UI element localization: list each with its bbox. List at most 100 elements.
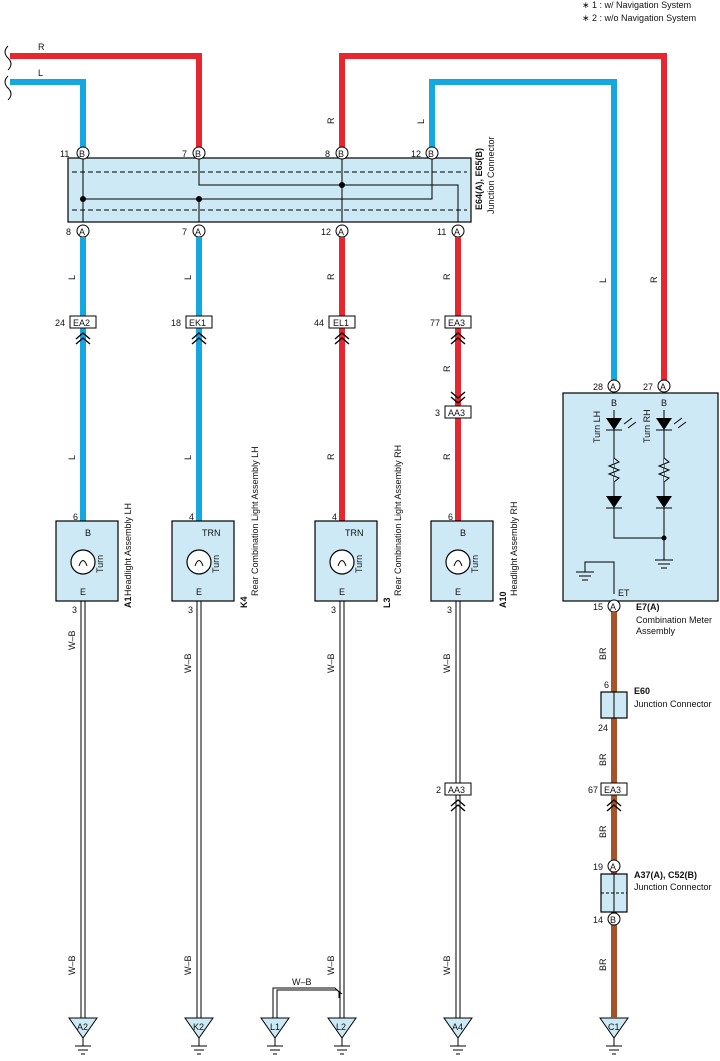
svg-text:K4: K4: [239, 596, 249, 608]
svg-text:BR: BR: [598, 825, 608, 838]
svg-text:B: B: [85, 528, 91, 538]
lamp-icon: [445, 549, 471, 575]
wire-red-top-left: [10, 53, 202, 148]
svg-text:Junction Connector: Junction Connector: [634, 882, 712, 892]
svg-text:L: L: [67, 275, 77, 280]
svg-text:15: 15: [593, 602, 603, 612]
svg-text:EA3: EA3: [448, 318, 465, 328]
svg-text:11: 11: [437, 227, 446, 237]
terminal-7b: B7: [182, 146, 206, 160]
svg-text:A: A: [79, 227, 85, 237]
svg-text:R: R: [442, 365, 452, 372]
connector-el1: EL1 44: [314, 315, 356, 345]
svg-text:B: B: [460, 528, 466, 538]
svg-text:BR: BR: [598, 647, 608, 660]
svg-text:A: A: [610, 862, 616, 872]
wire-label-l-top: L: [38, 68, 43, 78]
wire-label-l-12b: L: [416, 119, 426, 124]
svg-text:6: 6: [73, 512, 78, 522]
svg-text:44: 44: [314, 318, 324, 328]
svg-text:E: E: [196, 587, 202, 597]
svg-text:B: B: [661, 398, 667, 408]
diode-icon: [656, 496, 672, 508]
svg-text:A1: A1: [123, 596, 133, 608]
svg-text:B: B: [79, 149, 85, 159]
svg-text:A: A: [610, 382, 616, 392]
svg-text:K2: K2: [193, 1022, 204, 1032]
svg-text:24: 24: [598, 723, 608, 733]
svg-text:3: 3: [331, 605, 336, 615]
svg-text:L: L: [183, 455, 193, 460]
svg-text:A10: A10: [498, 591, 508, 608]
svg-text:EL1: EL1: [333, 318, 349, 328]
svg-text:L2: L2: [336, 1022, 346, 1032]
svg-text:67: 67: [588, 785, 598, 795]
junction-connector-e60: 6 24 E60 Junction Connector: [598, 680, 712, 733]
ground-l1: L1: [260, 1017, 290, 1055]
svg-text:Rear Combination Light Assembl: Rear Combination Light Assembly RH: [393, 445, 403, 596]
svg-text:8: 8: [325, 149, 330, 159]
terminal-11a: A 11: [437, 224, 465, 238]
wire-wb-a1: [80, 601, 86, 1018]
svg-text:TRN: TRN: [202, 528, 221, 538]
svg-text:W–B: W–B: [67, 955, 77, 975]
svg-text:Headlight Assembly RH: Headlight Assembly RH: [509, 501, 519, 596]
jc-e64-e65-name: Junction Connector: [486, 136, 496, 214]
svg-text:Turn: Turn: [354, 555, 364, 573]
wire-label-r-8b: R: [326, 117, 336, 124]
junction-connector-e64-e65: [67, 157, 472, 223]
svg-text:R: R: [326, 453, 336, 460]
svg-text:B: B: [610, 915, 616, 925]
svg-text:EA2: EA2: [73, 318, 90, 328]
terminal-12b: B12: [411, 146, 439, 160]
svg-text:Rear Combination Light Assembl: Rear Combination Light Assembly LH: [250, 446, 260, 596]
svg-text:L: L: [183, 275, 193, 280]
wire-label-l-meter: L: [598, 278, 608, 283]
svg-text:2: 2: [436, 785, 441, 795]
device-l3-rear-combo-rh: 4 TRN Turn E 3 L3 Rear Combination Light…: [314, 445, 403, 615]
diode-icon: [606, 496, 622, 508]
connector-aa3-bottom: AA3 2: [436, 782, 472, 812]
svg-text:R: R: [442, 273, 452, 280]
svg-text:E: E: [455, 587, 461, 597]
wire-label-wb-horizontal: W–B: [292, 977, 312, 987]
svg-text:B: B: [611, 398, 617, 408]
break-symbol-top: [4, 45, 12, 71]
svg-text:Turn: Turn: [211, 555, 221, 573]
svg-text:EK1: EK1: [189, 318, 206, 328]
svg-text:28: 28: [593, 382, 603, 392]
svg-text:W–B: W–B: [326, 955, 336, 975]
svg-text:14: 14: [593, 915, 603, 925]
combination-meter-e7: A28 A27 B B Turn LH Turn RH ET A15 E7(A)…: [562, 379, 719, 636]
svg-text:11: 11: [60, 149, 69, 159]
svg-text:L1: L1: [270, 1022, 280, 1032]
svg-text:AA3: AA3: [448, 408, 465, 418]
connector-aa3-top: AA3 3: [435, 391, 472, 419]
junction-connector-a37-c52: A 19 B 14 A37(A), C52(B) Junction Connecto…: [593, 859, 712, 926]
wire-wb-l3: [272, 601, 345, 1018]
svg-text:4: 4: [332, 512, 337, 522]
svg-text:6: 6: [604, 680, 609, 690]
svg-text:3: 3: [188, 605, 193, 615]
svg-text:A: A: [610, 602, 616, 612]
ground-a2: A2: [68, 1017, 98, 1055]
lamp-icon: [186, 549, 212, 575]
wire-red-meter: [339, 53, 667, 380]
led-turn-rh-icon: [656, 418, 672, 430]
svg-text:AA3: AA3: [448, 785, 465, 795]
svg-text:A37(A), C52(B): A37(A), C52(B): [634, 870, 697, 880]
svg-text:E60: E60: [634, 686, 650, 696]
wire-blue-meter: [429, 79, 617, 380]
svg-text:W–B: W–B: [442, 955, 452, 975]
wire-blue-top-left: [10, 79, 86, 148]
device-a1-headlight-lh: 6 B Turn E 3 A1 Headlight Assembly LH: [55, 503, 133, 615]
svg-text:19: 19: [593, 862, 603, 872]
svg-text:6: 6: [448, 512, 453, 522]
resistor-icon: [607, 457, 621, 483]
svg-text:A: A: [454, 227, 460, 237]
break-symbol-bottom: [4, 75, 12, 101]
svg-text:7: 7: [182, 149, 187, 159]
svg-text:Assembly: Assembly: [636, 626, 676, 636]
ground-l2: L2: [327, 1017, 357, 1055]
